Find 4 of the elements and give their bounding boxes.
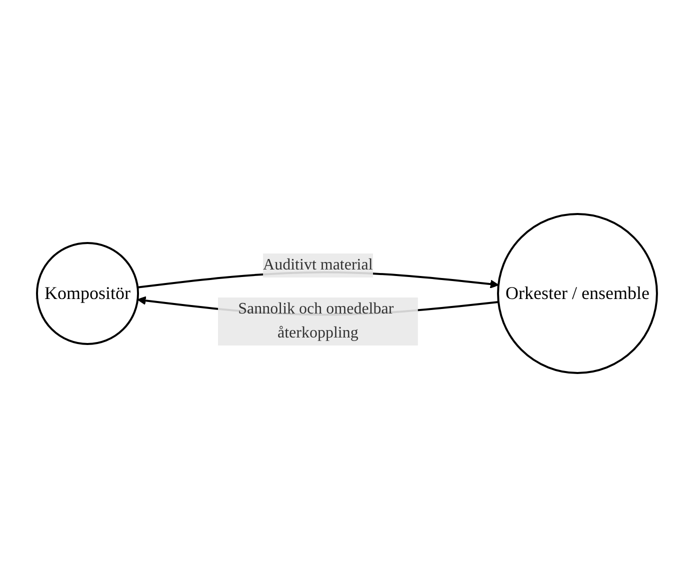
node-circle: Kompositör — [36, 242, 139, 345]
edge-label: Sannolik och omedelbar återkoppling — [238, 300, 394, 342]
node-circle: Orkester / ensemble — [496, 213, 658, 374]
edge-label: Auditivt material — [262, 256, 372, 274]
